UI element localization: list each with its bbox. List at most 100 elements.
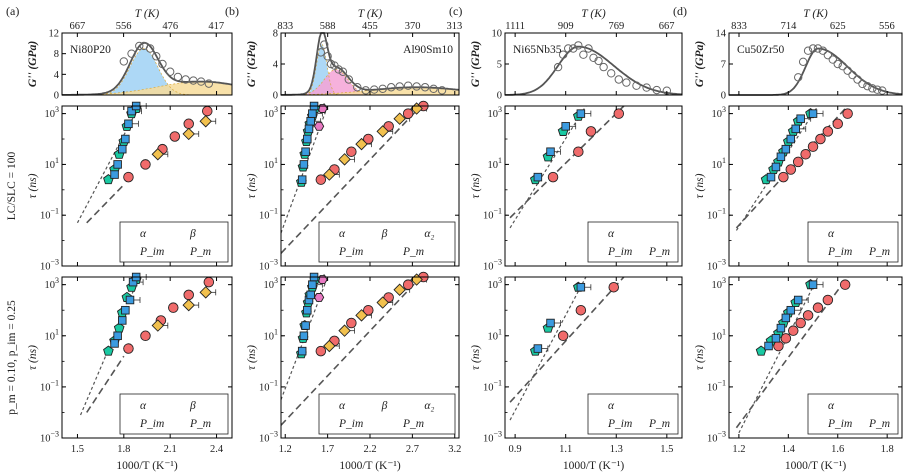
x-axis-label: 1000/T (K⁻¹) — [563, 460, 625, 472]
tick-exponent: 3 — [274, 276, 278, 285]
temperature-tick-label: 769 — [608, 21, 624, 32]
beta-marker — [393, 112, 406, 125]
alpha-marker — [118, 316, 127, 325]
pm-marker — [792, 156, 804, 168]
peak-fill-beta — [62, 81, 232, 95]
pm-marker — [123, 171, 134, 183]
alpha-marker — [791, 124, 800, 134]
tau-plot-frame — [728, 276, 903, 439]
tick-exponent: 3 — [722, 105, 726, 114]
legend-pm-label: P_m — [189, 418, 211, 430]
temperature-tick-label: 833 — [277, 21, 293, 32]
loss-data-point — [607, 69, 616, 78]
y-tick-label: 10−1 — [40, 378, 59, 393]
alpha-marker — [308, 280, 317, 289]
pm-marker — [140, 330, 151, 342]
y-tick-label: 10−3 — [259, 430, 278, 445]
loss-data-point — [843, 66, 852, 75]
tick-exponent: 1 — [498, 327, 502, 336]
loss-data-point — [344, 75, 354, 84]
x-tick-label: 1.4 — [782, 444, 796, 455]
tau-axis-label: τ (ns) — [694, 345, 706, 370]
legend-pm-label: P_m — [402, 418, 424, 430]
loss-data-point — [429, 84, 438, 94]
loss-data-point — [334, 65, 343, 74]
tick-base: 10 — [45, 280, 56, 291]
y-tick-label: 10−3 — [707, 258, 726, 273]
tick-exponent: −3 — [50, 258, 59, 267]
fit-line — [509, 276, 587, 421]
tick-exponent: −3 — [269, 258, 278, 267]
pim-marker — [103, 345, 114, 356]
legend-box — [318, 221, 456, 263]
tick-exponent: 3 — [722, 276, 726, 285]
material-label: Ni80P20 — [70, 44, 111, 56]
y-tick-label: 10−1 — [483, 378, 502, 393]
pm-marker — [822, 294, 834, 306]
loss-plot-frame — [61, 32, 233, 96]
alpha-marker — [771, 334, 781, 343]
panel-letter: (a) — [6, 4, 19, 18]
alpha-marker — [301, 321, 310, 330]
loss-data-point — [838, 62, 847, 71]
tick-exponent: 1 — [274, 327, 278, 336]
temperature-tick-label: 909 — [558, 21, 574, 32]
x-tick-label: 2.7 — [406, 444, 419, 455]
tau-axis-label: τ (ns) — [470, 173, 482, 198]
temperature-tick-label: 1111 — [505, 21, 525, 32]
temperature-axis-label: T (K) — [803, 8, 828, 20]
pm-marker — [585, 126, 597, 137]
tick-exponent: −1 — [269, 378, 278, 387]
pm-marker — [203, 276, 215, 288]
pm-marker — [780, 333, 792, 344]
pm-marker — [608, 281, 619, 293]
y-tick-label: 103 — [712, 276, 727, 291]
legend-box — [587, 221, 679, 263]
tick-base: 10 — [259, 382, 270, 393]
tick-exponent: 3 — [55, 105, 59, 114]
pm-marker — [315, 345, 327, 357]
y-tick-label: 101 — [45, 327, 60, 342]
loss-modulus-axis-label: G'' (GPa) — [694, 41, 706, 87]
y-tick-label: 103 — [488, 105, 503, 120]
legend-pim-label: P_im — [827, 246, 852, 258]
beta-marker — [151, 148, 165, 161]
y-tick-label: 8 — [273, 29, 278, 40]
tick-base: 10 — [264, 109, 275, 120]
tau-plot-frame — [504, 276, 683, 439]
loss-modulus-axis-label: G'' (GPa) — [470, 41, 482, 87]
beta-marker — [355, 137, 368, 151]
legend-alpha-label: α — [828, 228, 835, 240]
pm-marker — [383, 292, 394, 303]
loss-data-point — [828, 55, 837, 64]
beta-marker — [323, 339, 336, 353]
pm-marker — [573, 146, 584, 157]
alpha-marker — [306, 116, 315, 126]
alpha-marker — [776, 323, 786, 333]
tau-axis-label: τ (ns) — [27, 345, 39, 370]
legend-box — [119, 393, 229, 435]
alpha-marker — [299, 331, 309, 341]
loss-data-point — [853, 75, 862, 84]
beta-marker — [182, 127, 195, 141]
pm-marker — [802, 310, 814, 321]
loss-data-point — [152, 52, 161, 61]
x-tick-label: 2.4 — [210, 444, 224, 455]
alpha-marker — [781, 313, 791, 323]
tick-exponent: −3 — [493, 430, 502, 439]
legend-alpha2-label: α₂ — [424, 400, 434, 412]
y-tick-label: 10−3 — [40, 258, 59, 273]
legend-alpha-label: α — [339, 400, 346, 412]
tick-exponent: −1 — [493, 378, 502, 387]
temperature-axis-label: T (K) — [581, 8, 606, 20]
pm-marker — [800, 149, 811, 160]
row-label-probabilities: p_m = 0.10, p_im = 0.25 — [6, 300, 18, 415]
loss-data-point — [594, 56, 603, 66]
tau-axis-label: τ (ns) — [27, 173, 39, 198]
y-tick-label: 10−3 — [483, 258, 502, 273]
loss-data-point — [823, 50, 833, 60]
tick-base: 10 — [40, 262, 51, 273]
tick-exponent: −1 — [50, 207, 59, 216]
tick-base: 10 — [712, 109, 723, 120]
y-tick-label: 0 — [497, 91, 502, 102]
